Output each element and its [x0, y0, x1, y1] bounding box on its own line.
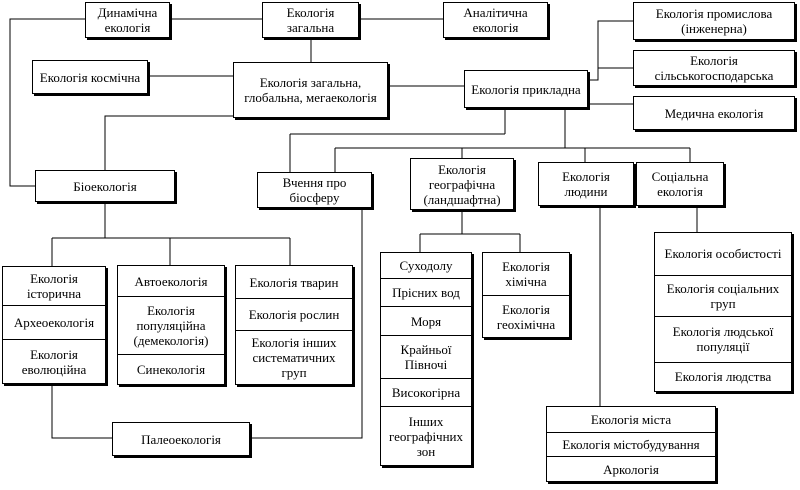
node-dynamic-ecology: Динамічна екологія: [85, 2, 170, 38]
list-item: Екологія популяційна (демекологія): [118, 296, 224, 354]
node-global-ecology: Екологія загальна, глобальна, мегаеколог…: [233, 62, 388, 118]
group-social: Екологія особистості Екологія соціальних…: [654, 232, 792, 392]
list-item: Аркологія: [547, 456, 715, 481]
node-social-ecology: Соціальна екологія: [636, 162, 724, 206]
list-item: Екологія хімічна: [502, 259, 550, 289]
group-organisms: Екологія тварин Екологія рослин Екологія…: [235, 265, 353, 385]
group-landscapes: Суходолу Прісних вод Моря Крайньої Півно…: [380, 252, 472, 466]
node-bioecology: Біоекологія: [35, 170, 175, 202]
list-item: Екологія людської популяції: [655, 316, 791, 362]
list-item: Археоекологія: [3, 305, 105, 339]
list-item: Моря: [381, 306, 471, 335]
list-item: Екологія інших систематичних груп: [236, 330, 352, 384]
list-item: Екологія міста: [590, 411, 672, 427]
group-historical: Екологія історична Археоекологія Екологі…: [2, 266, 106, 384]
node-analytic-ecology: Аналітична екологія: [443, 2, 548, 38]
list-item: Високогірна: [381, 377, 471, 407]
list-item: Екологія тварин: [249, 274, 339, 290]
node-agricultural-ecology: Екологія сільськогосподарська: [633, 50, 795, 86]
list-item: Екологія рослин: [236, 298, 352, 330]
list-item: Екологія історична: [26, 271, 82, 301]
group-population: Автоекологія Екологія популяційна (демек…: [117, 265, 225, 385]
node-geographic-ecology: Екологія географічна (ландшафтна): [410, 158, 514, 210]
group-urban: Екологія міста Екологія містобудування А…: [546, 406, 716, 482]
list-item: Екологія геохімічна: [483, 295, 569, 337]
list-item: Прісних вод: [381, 277, 471, 307]
node-biosphere: Вчення про біосферу: [257, 172, 372, 208]
list-item: Екологія особистості: [664, 246, 782, 262]
node-medical-ecology: Медична екологія: [633, 96, 795, 130]
list-item: Екологія людства: [655, 361, 791, 392]
list-item: Екологія соціальних груп: [655, 274, 791, 317]
list-item: Екологія еволюційна: [3, 339, 105, 383]
node-applied-ecology: Екологія прикладна: [464, 70, 588, 108]
list-item: Екологія містобудування: [547, 431, 715, 457]
node-industrial-ecology: Екологія промислова (інженерна): [633, 2, 795, 40]
list-item: Крайньої Півночі: [381, 335, 471, 378]
list-item: Синекологія: [118, 354, 224, 384]
list-item: Автоекологія: [134, 273, 208, 289]
node-human-ecology: Екологія людини: [538, 162, 634, 206]
group-chemical: Екологія хімічна Екологія геохімічна: [482, 252, 570, 338]
list-item: Суходолу: [399, 257, 453, 273]
list-item: Інших географічних зон: [381, 406, 471, 465]
node-paleoecology: Палеоекологія: [112, 422, 250, 456]
node-general-ecology: Екологія загальна: [262, 2, 359, 38]
node-cosmic-ecology: Екологія космічна: [32, 60, 148, 94]
